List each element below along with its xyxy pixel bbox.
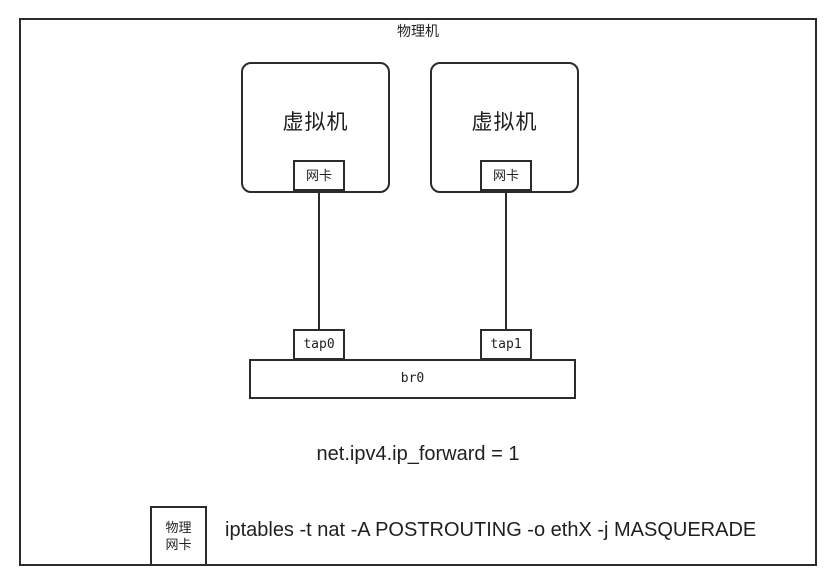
physical-nic-label-line2: 网卡 [165,537,192,552]
physical-nic-label-line1: 物理 [165,520,192,535]
tap-device-label-tap1: tap1 [490,336,522,352]
connector-line-vm1-tap0 [318,191,320,331]
physical-host-frame [19,18,817,566]
connector-line-vm2-tap1 [505,191,507,331]
tap-device-label-tap0: tap0 [303,336,335,352]
bridge-box-br0: br0 [249,359,576,399]
sysctl-ip-forward-text: net.ipv4.ip_forward = 1 [316,443,520,465]
virtual-machine-label-2: 虚拟机 [471,111,538,134]
vm-nic-label-2: 网卡 [492,167,519,183]
iptables-command-text: iptables -t nat -A POSTROUTING -o ethX -… [225,519,757,541]
physical-host-title: 物理机 [397,23,439,39]
vm-nic-label-1: 网卡 [305,167,332,183]
vm-nic-box-2: 网卡 [480,160,532,191]
virtual-machine-label-1: 虚拟机 [282,111,349,134]
vm-nic-box-1: 网卡 [293,160,345,191]
physical-nic-box: 物理 网卡 [150,506,207,566]
bridge-label-br0: br0 [400,371,425,386]
tap-device-box-tap1: tap1 [480,329,532,360]
tap-device-box-tap0: tap0 [293,329,345,360]
